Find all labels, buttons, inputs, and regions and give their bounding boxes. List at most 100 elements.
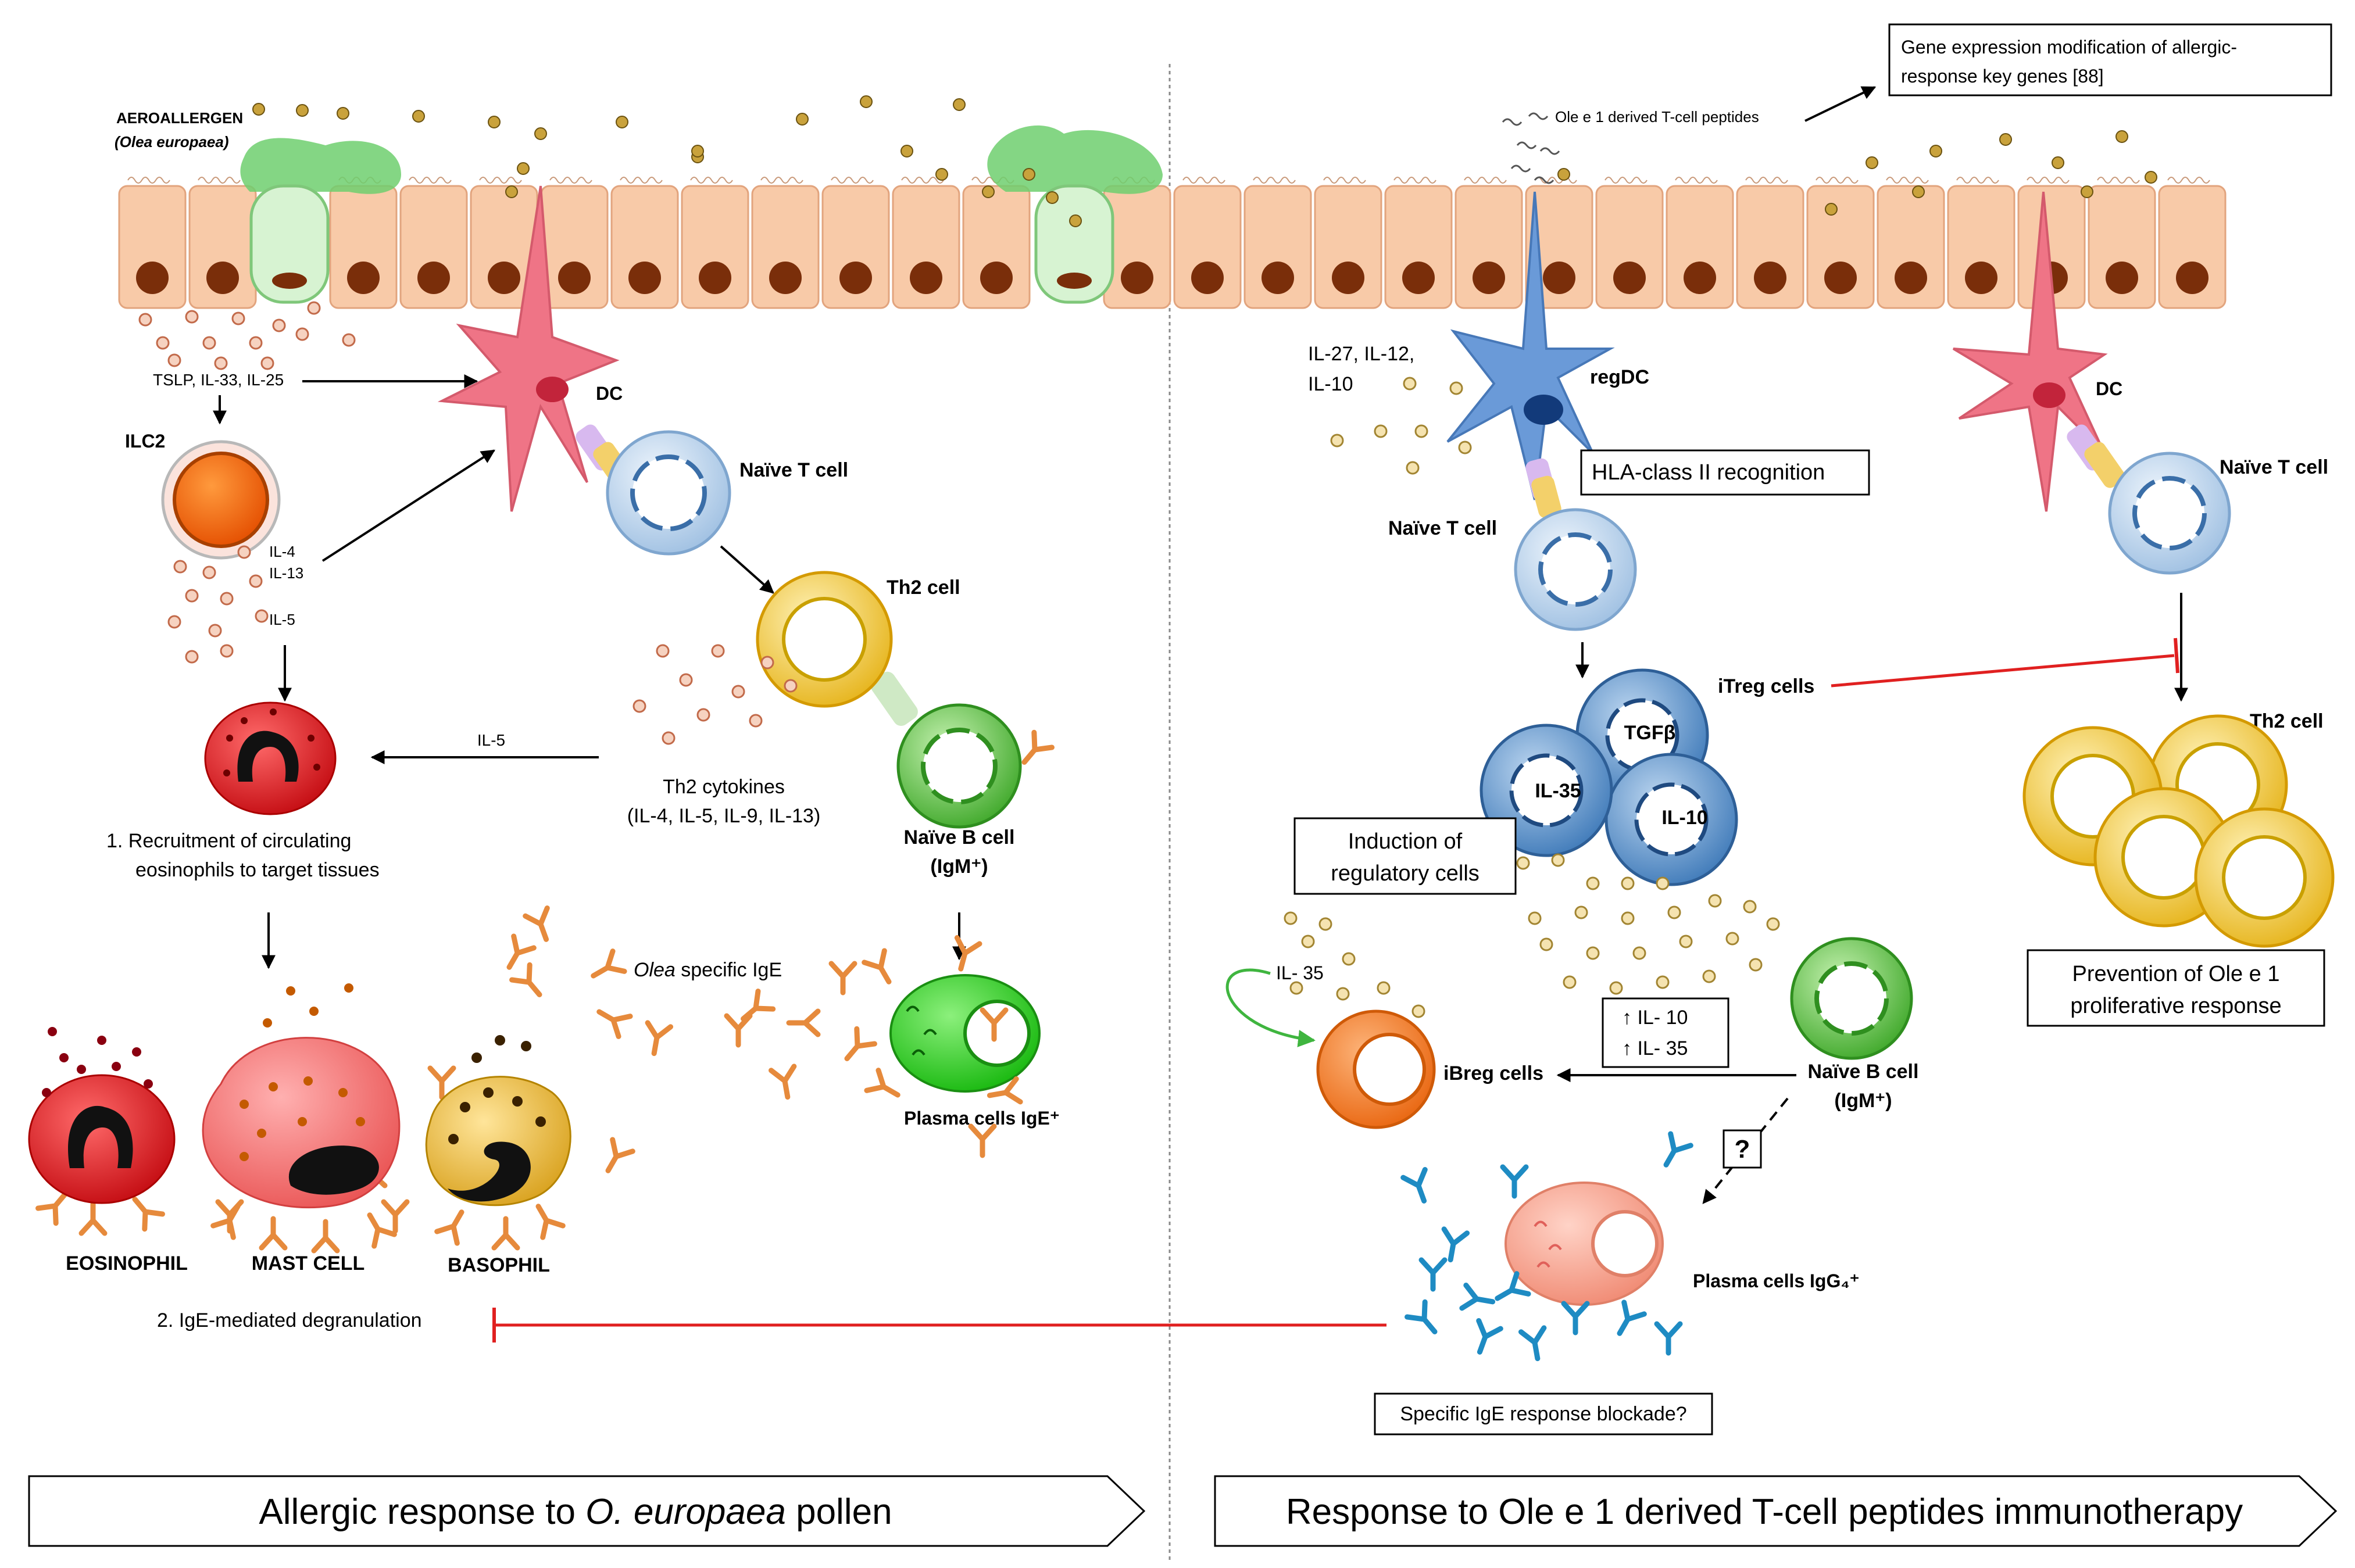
cilia <box>198 177 241 184</box>
cytokine-dot <box>295 327 309 341</box>
cilia <box>1604 177 1648 184</box>
antibody <box>381 1199 410 1234</box>
naive-b-cell-right <box>1790 937 1913 1060</box>
antibody <box>1663 1131 1693 1168</box>
epithelial-nucleus <box>136 262 169 294</box>
antibody <box>434 1209 464 1246</box>
antibody <box>523 905 550 942</box>
up-il35: ↑ IL- 35 <box>1622 1037 1688 1059</box>
eosinophil-label: EOSINOPHIL <box>66 1252 188 1275</box>
antibody-shape <box>954 935 982 972</box>
cytokine-dot <box>1516 856 1530 870</box>
basophil <box>425 1035 571 1207</box>
naive-t-label-center: Naïve T cell <box>1388 517 1497 539</box>
epithelial-nucleus <box>1895 262 1927 294</box>
antibody-shape <box>509 962 542 997</box>
epithelial-cell <box>118 185 187 309</box>
cytokine-dot <box>731 685 745 699</box>
il35-feedback-loop <box>1225 968 1316 1047</box>
il27-line2: IL-10 <box>1308 373 1353 395</box>
il4-label: IL-4 <box>269 543 295 560</box>
regdc-cytokine-dots <box>1330 377 1472 475</box>
antibody <box>1495 1271 1531 1301</box>
antibody-shape <box>427 1065 456 1100</box>
antibody <box>1459 1282 1496 1311</box>
antibody-shape <box>591 948 627 979</box>
th2-label-left: Th2 cell <box>887 577 960 599</box>
antibody <box>596 1009 633 1039</box>
hla-label: HLA-class II recognition <box>1592 460 1825 485</box>
cytokine-dot <box>167 353 181 367</box>
th2-cytokines-list: (IL-4, IL-5, IL-9, IL-13) <box>627 805 821 827</box>
cytokine-dot <box>249 574 263 588</box>
cilia <box>1745 177 1788 184</box>
pollen-grain <box>337 107 349 120</box>
antibody-shape <box>1441 1226 1470 1263</box>
naive-b-label-right: Naïve B cell <box>1808 1061 1919 1083</box>
cytokine-dot <box>1708 894 1722 908</box>
antibody-shape <box>844 1026 877 1061</box>
goblet-cell-left <box>240 138 401 304</box>
cilia <box>1886 177 1929 184</box>
question-box <box>1723 1129 1762 1169</box>
cytokine-dot <box>1342 952 1356 966</box>
cytokine-dot <box>208 624 222 638</box>
arrow-ilc2-to-dc <box>321 449 496 562</box>
epithelial-nucleus <box>2106 262 2138 294</box>
antibody <box>844 1026 877 1061</box>
cytokine-dot <box>1289 981 1303 995</box>
banner-right: Response to Ole e 1 derived T-cell pepti… <box>1214 1475 2338 1547</box>
antibody <box>1561 1301 1590 1336</box>
cytokine-dot <box>220 592 234 606</box>
induction-line1: Induction of <box>1348 829 1463 854</box>
regdc-label: regDC <box>1590 366 1649 388</box>
cytokine-dot <box>1411 1004 1425 1018</box>
pollen-grain <box>1557 168 1570 181</box>
epithelial-cell <box>2158 185 2227 309</box>
cilia <box>2097 177 2140 184</box>
peptides-label: Ole e 1 derived T-cell peptides <box>1555 108 1759 126</box>
cytokine-dot <box>1725 932 1739 946</box>
tgfb-label: TGFβ <box>1624 722 1676 744</box>
antibody <box>1518 1325 1547 1362</box>
cytokine-dot <box>1656 975 1670 989</box>
antibody <box>980 1007 1009 1042</box>
antibody <box>535 1204 566 1240</box>
antibody <box>968 1123 997 1158</box>
olea-ige-label: Olea specific IgE <box>634 959 782 981</box>
naive-b-igm-left: (IgM⁺) <box>930 855 988 878</box>
ibreg-cell <box>1316 1009 1436 1129</box>
antibody-shape <box>523 905 550 942</box>
cilia <box>831 177 874 184</box>
plasma-ige-label: Plasma cells IgE⁺ <box>904 1108 1060 1129</box>
cytokine-dot <box>1766 917 1780 931</box>
epithelial-nucleus <box>1754 262 1786 294</box>
cytokine-dot <box>1667 905 1681 919</box>
il10-label-treg: IL-10 <box>1661 807 1707 829</box>
cytokine-dot <box>1318 917 1332 931</box>
aeroallergen-species: (Olea europaea) <box>115 133 229 151</box>
cytokine-dot <box>1539 937 1553 951</box>
recruitment-line2: eosinophils to target tissues <box>135 859 380 881</box>
antibody <box>954 935 982 972</box>
antibody <box>864 1068 900 1098</box>
aeroallergen-label: AEROALLERGEN <box>116 109 243 127</box>
inhibit-itreg-to-th2-bar <box>2174 638 2179 674</box>
tslp-label: TSLP, IL-33, IL-25 <box>153 371 284 389</box>
cilia <box>1393 177 1436 184</box>
antibody-shape <box>434 1209 464 1246</box>
eosinophil-effector <box>28 1027 176 1204</box>
cytokine-dot <box>307 301 321 315</box>
arrow-naive-t-to-th2 <box>720 545 774 594</box>
question-mark: ? <box>1735 1135 1750 1164</box>
cytokine-dot <box>185 310 199 324</box>
antibody-shape <box>1617 1299 1647 1336</box>
cytokine-dot <box>662 731 676 745</box>
epithelial-cell <box>1525 185 1593 309</box>
antibody-shape <box>596 1009 633 1039</box>
mast-cell <box>202 983 401 1209</box>
antibody <box>1441 1226 1470 1263</box>
cytokine-dot <box>711 644 725 658</box>
prevention-line2: proliferative response <box>2070 994 2281 1018</box>
epithelial-nucleus <box>488 262 520 294</box>
